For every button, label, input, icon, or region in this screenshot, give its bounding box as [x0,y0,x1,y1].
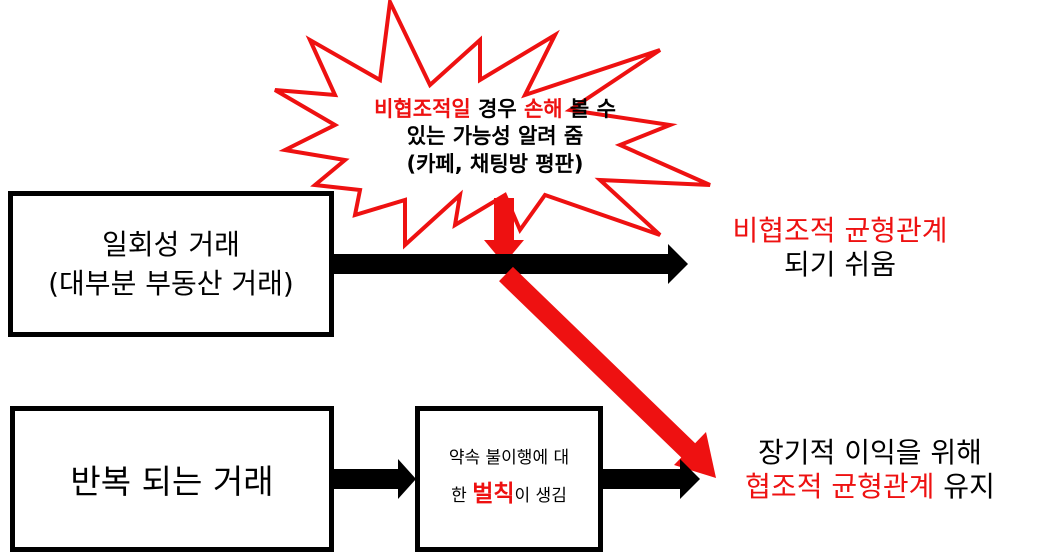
coop-outcome: 장기적 이익을 위해 협조적 균형관계 유지 [700,436,1040,504]
bottom-arrow-2-head [680,459,700,499]
bottom-arrow-2-shaft [602,469,684,489]
red-down-arrow-head [484,240,524,264]
noncoop-line-1: 비협조적 균형관계 [732,214,948,247]
burst-line-2: 있는 가능성 알려 줌 [406,124,584,149]
bottom-arrow-1-shaft [332,469,402,489]
red-diagonal-arrow-shaft [499,266,700,463]
noncoop-outcome: 비협조적 균형관계 되기 쉬움 [690,214,990,282]
coop-line-2: 협조적 균형관계 유지 [745,470,995,504]
bottom-arrow-1-head [398,459,416,499]
top-arrow-head [668,244,688,284]
red-down-arrow-shaft [494,198,514,242]
penalty-line-2: 한 벌칙이 생김 [451,480,567,507]
repeated-label: 반복 되는 거래 [70,462,274,501]
burst-text: 비협조적일 경우 손해 볼 수 있는 가능성 알려 줌 (카페, 채팅방 평판) [320,96,670,178]
burst-line-1: 비협조적일 경우 손해 볼 수 [374,97,616,121]
starburst-callout [273,0,711,250]
noncoop-line-2: 되기 쉬움 [784,248,896,282]
one-time-transaction-box: 일회성 거래 (대부분 부동산 거래) [8,191,334,337]
coop-line-1: 장기적 이익을 위해 [758,436,982,469]
penalty-line-1: 약속 불이행에 대 [448,448,570,468]
top-arrow-shaft [330,254,670,274]
repeated-transaction-box: 반복 되는 거래 [10,406,334,552]
penalty-box: 약속 불이행에 대 한 벌칙이 생김 [415,406,603,552]
one-time-line-1: 일회성 거래 [102,227,240,261]
one-time-line-2: (대부분 부동산 거래) [48,267,294,300]
burst-line-3: (카페, 채팅방 평판) [406,151,584,176]
